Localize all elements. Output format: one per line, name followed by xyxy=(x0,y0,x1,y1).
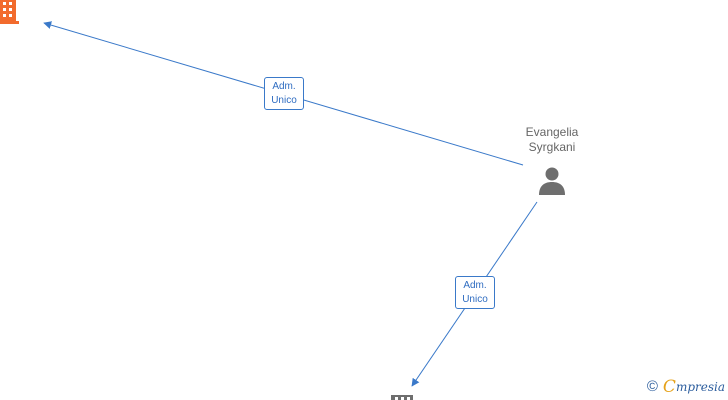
brand-watermark[interactable]: © C mpresia xyxy=(647,377,725,397)
edge-label-line2: Unico xyxy=(462,294,488,305)
brand-name: mpresia xyxy=(675,380,725,394)
edge-label-line1: Adm. xyxy=(463,280,487,291)
building-icon[interactable] xyxy=(0,0,20,26)
edge-label-adm-unico[interactable]: Adm. Unico xyxy=(455,276,495,309)
brand-logo-letter: C xyxy=(662,377,676,397)
edge-label-adm-unico[interactable]: Adm. Unico xyxy=(264,77,304,110)
building-icon[interactable] xyxy=(390,393,414,400)
edge-label-line1: Adm. xyxy=(272,81,296,92)
person-first-name: Evangelia xyxy=(525,125,579,139)
edge-label-line2: Unico xyxy=(271,95,297,106)
person-last-name: Syrgkani xyxy=(528,140,576,154)
person-icon[interactable] xyxy=(537,166,567,196)
copyright-symbol: © xyxy=(646,378,658,395)
person-name-label[interactable]: Evangelia Syrgkani xyxy=(494,125,610,155)
